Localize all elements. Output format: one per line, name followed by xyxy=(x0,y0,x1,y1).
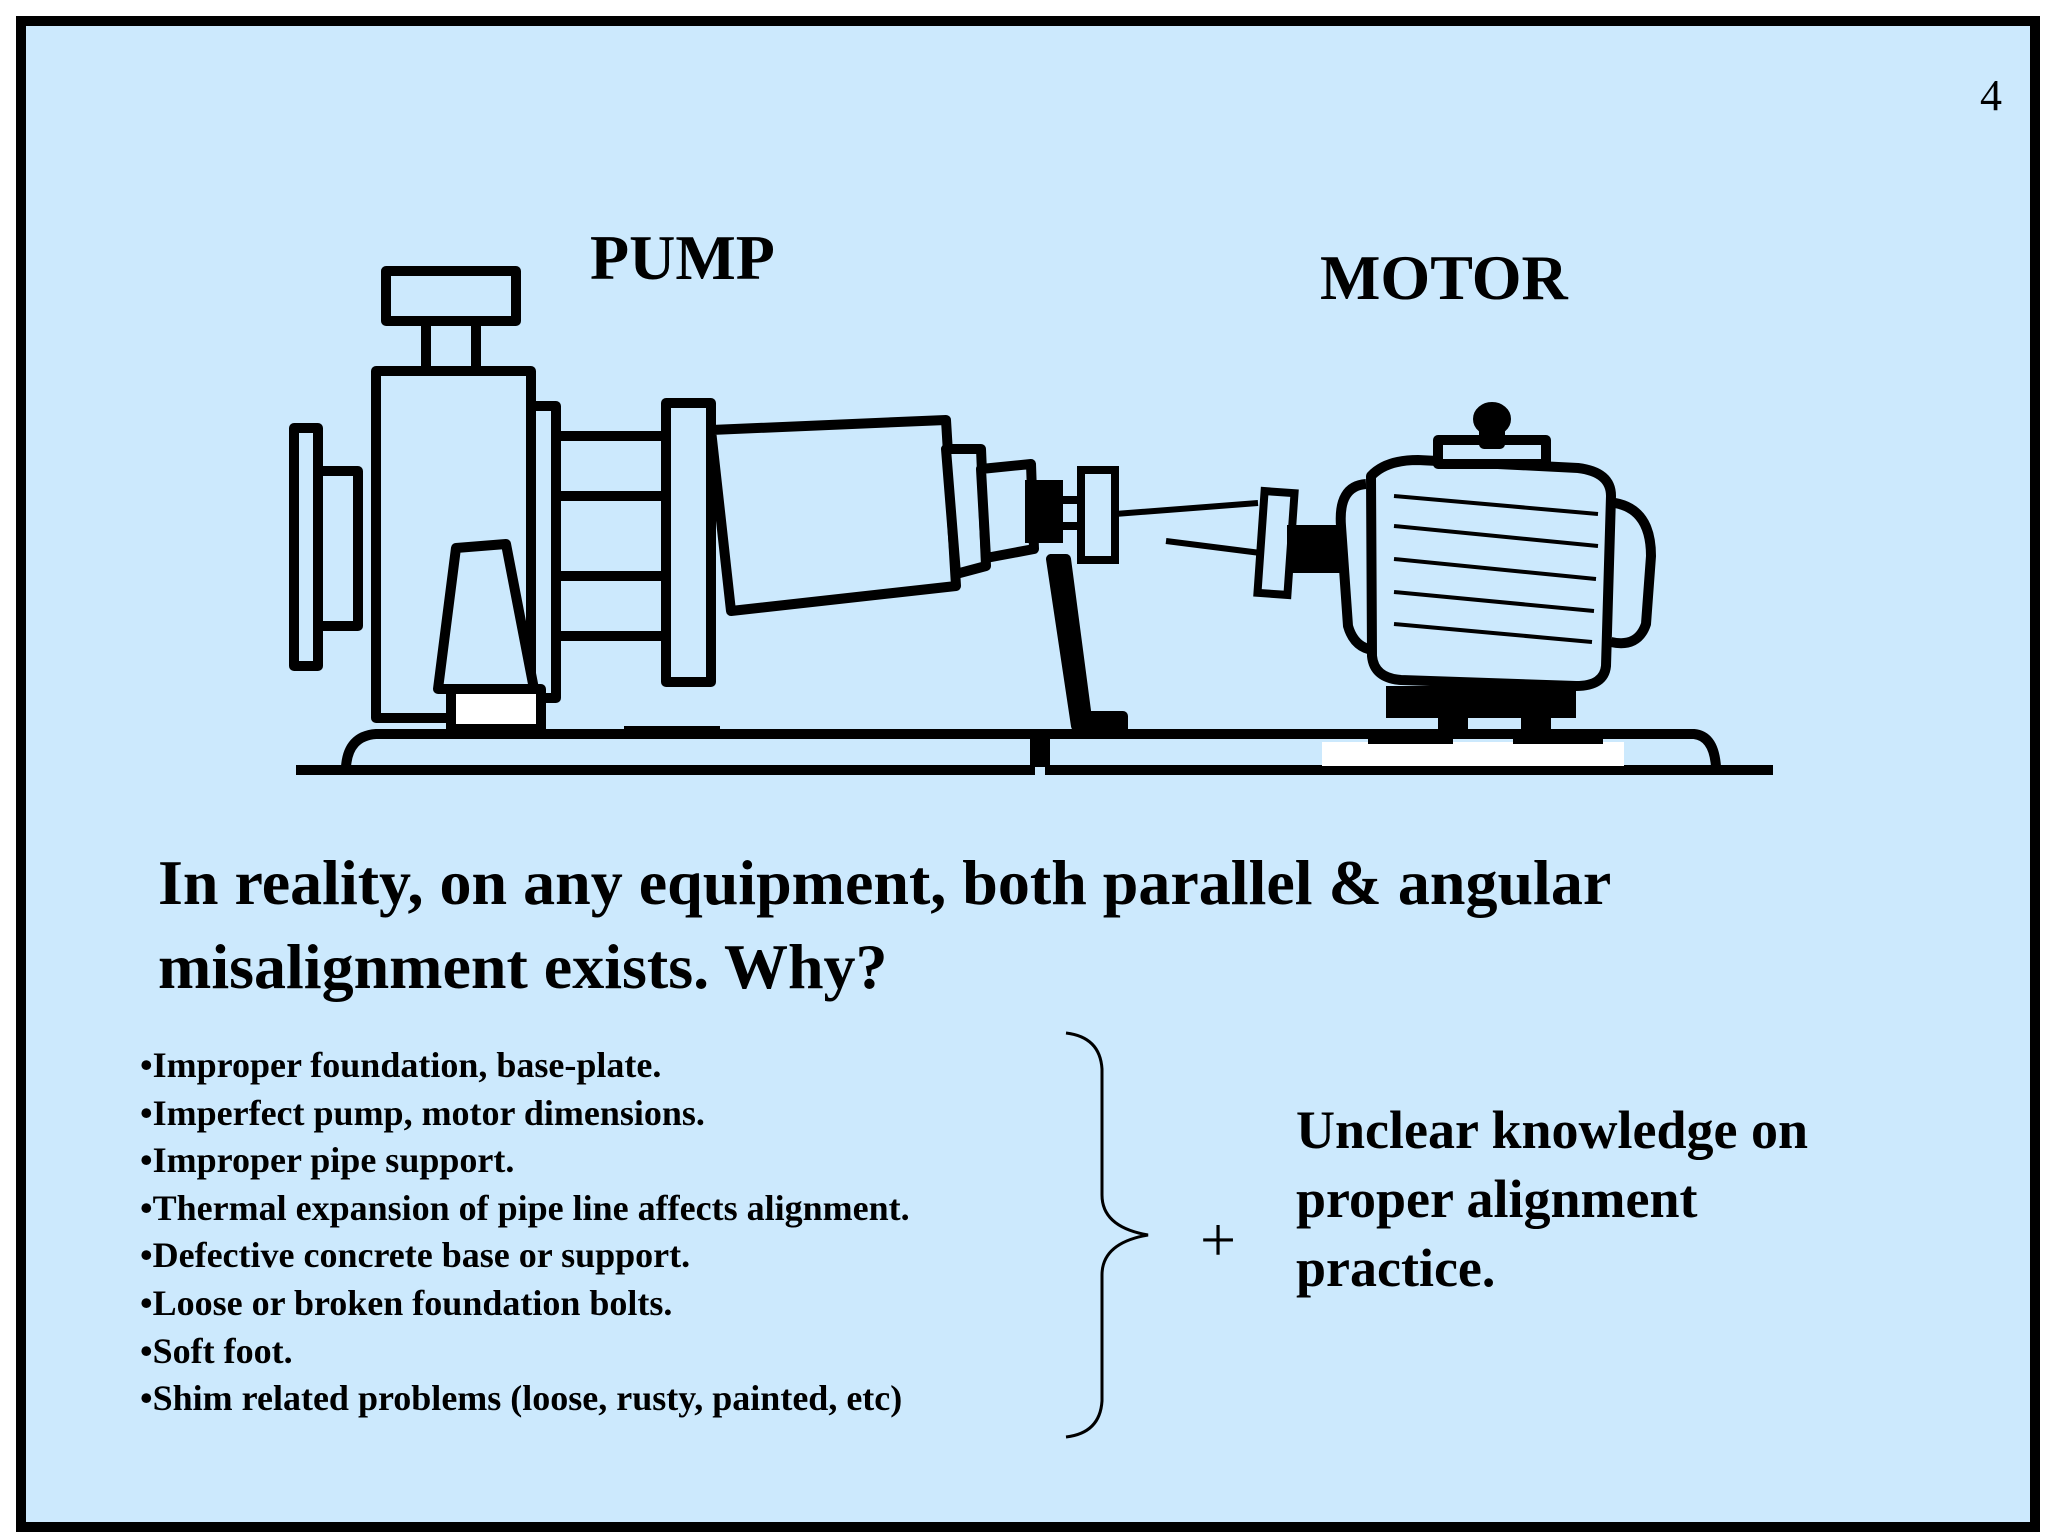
motor-fins xyxy=(1393,494,1599,644)
pump-neck xyxy=(421,316,481,376)
pump-support-foot xyxy=(1073,711,1128,739)
right-brace xyxy=(1065,1031,1149,1439)
motor-coupling xyxy=(1253,486,1340,600)
pump-base-pad xyxy=(624,726,720,736)
list-item: Imperfect pump, motor dimensions. xyxy=(140,1090,910,1138)
conclusion-text: Unclear knowledge on proper alignment pr… xyxy=(1296,1100,1809,1298)
pump-adapter xyxy=(941,444,991,579)
motor-endbell-right xyxy=(1605,497,1656,649)
pump xyxy=(289,266,1128,739)
headline: In reality, on any equipment, both paral… xyxy=(158,847,1611,1002)
motor xyxy=(1335,402,1656,691)
pump-coupling xyxy=(1025,466,1119,564)
pump-foot-left xyxy=(446,684,546,734)
pump-bearing-flange xyxy=(661,398,716,687)
list-item: Improper pipe support. xyxy=(140,1137,910,1185)
page-number: 4 xyxy=(1980,71,2002,120)
plus-sign: + xyxy=(1200,1204,1237,1275)
pump-coupling-housing xyxy=(976,459,1039,563)
pump-frame-lower xyxy=(551,571,671,641)
list-item: Improper foundation, base-plate. xyxy=(140,1042,910,1090)
baseplate xyxy=(341,729,1721,768)
pump-frame-upper xyxy=(551,431,671,501)
pump-support-leg xyxy=(1046,554,1093,731)
list-item: Loose or broken foundation bolts. xyxy=(140,1280,910,1328)
list-item: Thermal expansion of pipe line affects a… xyxy=(140,1185,910,1233)
motor-eyebolt-stem xyxy=(1479,423,1505,449)
pump-bearing-housing xyxy=(706,415,961,616)
pump-shaft xyxy=(1114,500,1259,517)
motor-body xyxy=(1366,455,1616,691)
pump-motor-diagram xyxy=(289,266,1773,775)
pump-base-pad-2 xyxy=(466,726,536,736)
motor-feet xyxy=(1368,686,1603,744)
base-line-right xyxy=(1045,765,1773,775)
pump-top-cap xyxy=(381,266,521,326)
motor-label: MOTOR xyxy=(1320,242,1568,313)
pump-label: PUMP xyxy=(590,222,775,293)
slide: 4 xyxy=(16,16,2040,1532)
causes-list: Improper foundation, base-plate. Imperfe… xyxy=(140,1042,910,1423)
pump-inlet-neck xyxy=(313,466,363,631)
list-item: Defective concrete base or support. xyxy=(140,1232,910,1280)
list-item: Soft foot. xyxy=(140,1328,910,1376)
list-item: Shim related problems (loose, rusty, pai… xyxy=(140,1375,910,1423)
motor-base-highlight xyxy=(1322,742,1624,766)
base-line-left xyxy=(296,765,1035,775)
